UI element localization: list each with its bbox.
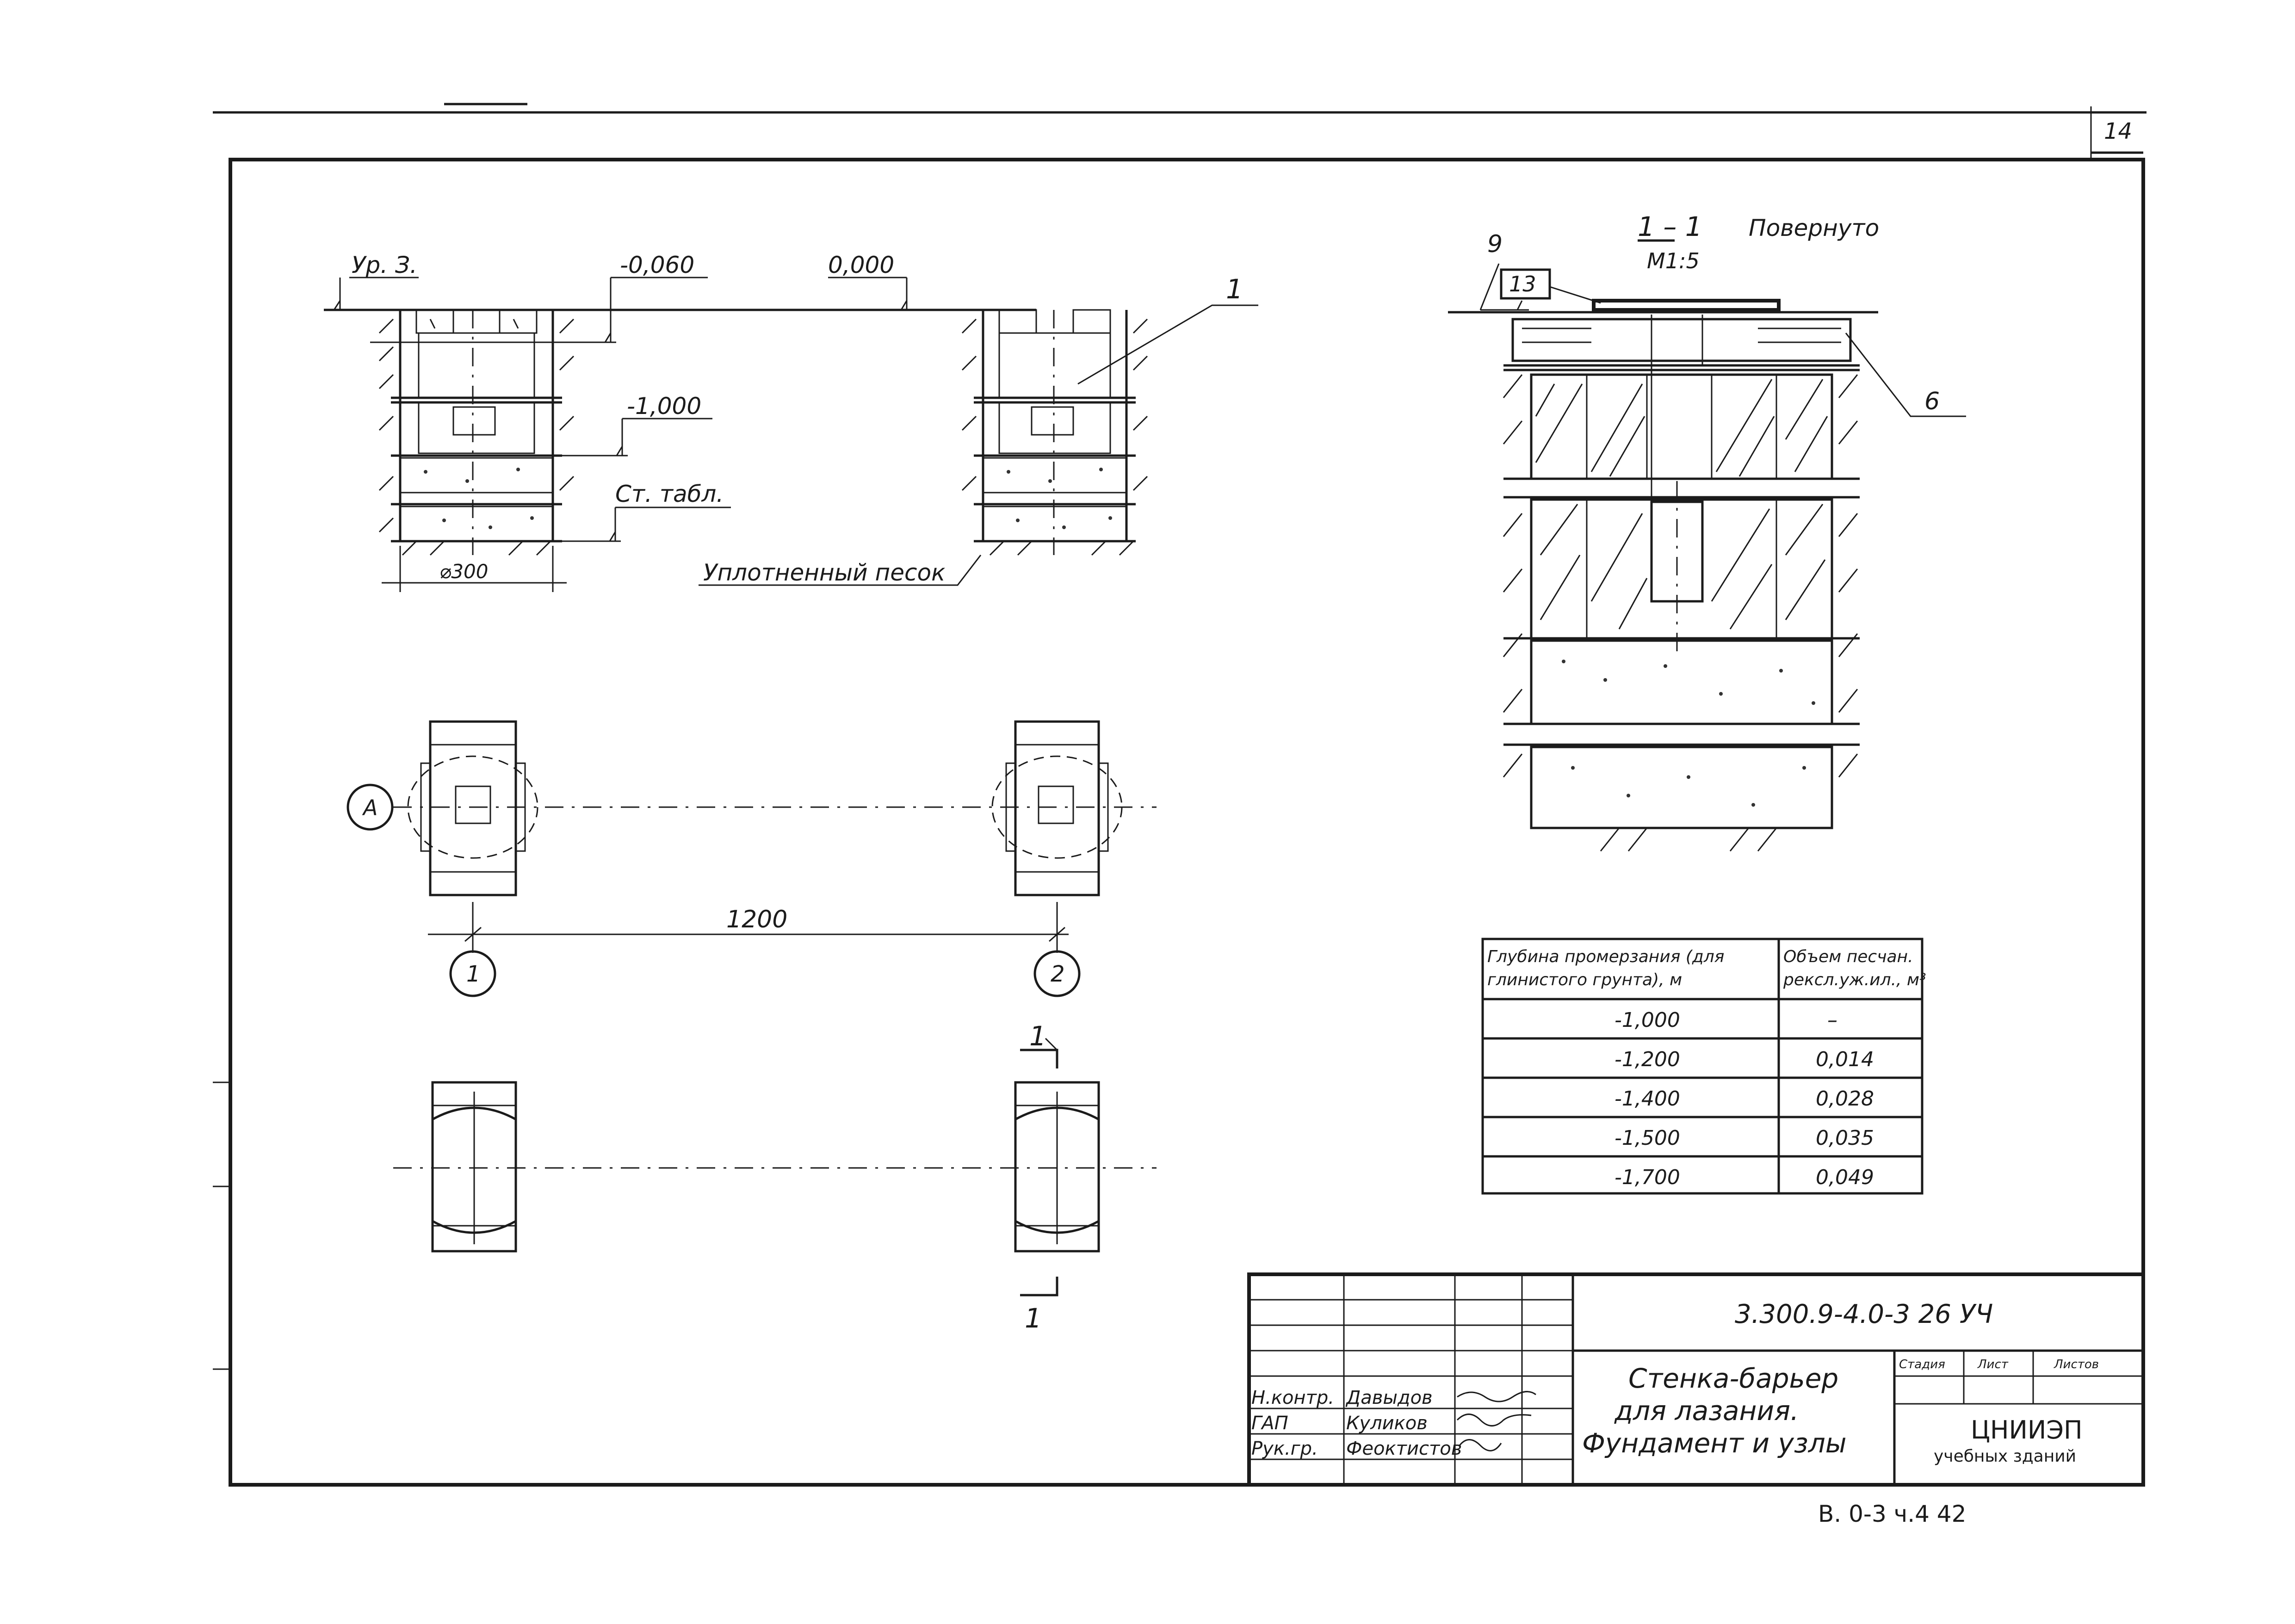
org-name: ЦНИИЭП [1971,1415,2083,1445]
mark-zero: 0,000 [828,252,894,278]
sheets-label: Листов [2054,1358,2099,1371]
title-line-2: для лазания. [1614,1395,1799,1426]
bottom-plan [393,1037,1157,1297]
dimension-1200: 1200 [726,906,787,933]
cut-mark-top: 1 [1029,1020,1046,1052]
section-scale: М1:5 [1647,248,1700,273]
stage-label: Стадия [1899,1358,1945,1371]
bottom-reference: В. 0-3 ч.4 42 [1818,1501,1966,1527]
sand-note: Уплотненный песок [703,559,945,586]
role-label: ГАП [1251,1413,1288,1434]
title-block [1247,1272,2145,1487]
sheet-frame [213,103,2147,1487]
table-cell: -1,700 [1615,1166,1680,1189]
section-left [324,277,1258,592]
page-number: 14 [2104,118,2132,144]
table-cell: 0,035 [1816,1126,1874,1150]
title-line-3: Фундамент и узлы [1582,1427,1847,1459]
mark-minus-1000: -1,000 [627,393,701,420]
role-name: Куликов [1346,1413,1428,1434]
table-header-depth-1: Глубина промерзания (для [1487,947,1724,966]
org-subtitle: учебных зданий [1934,1447,2076,1466]
table-cell: -1,400 [1615,1087,1680,1111]
level-label: Ур. З. [352,252,417,278]
doc-code: 3.300.9-4.0-3 26 УЧ [1735,1299,1993,1329]
diameter-label: ⌀300 [439,560,488,583]
table-cell: 0,028 [1816,1087,1874,1111]
callout-6: 6 [1924,388,1940,415]
section-1-1 [1448,239,1966,852]
footing-right [961,304,1258,556]
table-cell: -1,500 [1615,1126,1680,1150]
table-cell: – [1827,1008,1837,1032]
freeze-table [1481,938,1924,1195]
table-header-depth-2: глинистого грунта), м [1487,970,1682,989]
footing-left [378,309,575,592]
table-cell: -1,000 [1615,1008,1680,1032]
sheet-label: Лист [1977,1358,2009,1371]
table-header-volume-2: рексл.уж.ил., м³ [1783,970,1926,989]
title-line-1: Стенка-барьер [1628,1363,1838,1394]
mark-top: -0,060 [620,252,694,278]
axis-a-label: А [362,795,377,820]
callout-9: 9 [1487,230,1503,258]
section-title: 1 – 1 [1638,211,1702,242]
table-header-volume-1: Объем песчан. [1783,947,1913,966]
callout-13: 13 [1509,272,1536,296]
callout-1: 1 [1226,273,1243,305]
plan-view [346,720,1157,997]
axis-1-label: 1 [466,961,481,987]
mark-table: Ст. табл. [615,481,724,507]
role-name: Феоктистов [1346,1438,1462,1459]
section-subtitle: Повернуто [1749,215,1879,241]
role-name: Давыдов [1345,1387,1433,1408]
table-cell: -1,200 [1615,1048,1680,1071]
role-label: Н.контр. [1251,1387,1334,1408]
table-cell: 0,049 [1816,1166,1874,1189]
axis-2-label: 2 [1051,961,1065,987]
cut-mark-bottom: 1 [1025,1303,1042,1334]
role-label: Рук.гр. [1251,1438,1318,1459]
table-cell: 0,014 [1816,1048,1874,1071]
